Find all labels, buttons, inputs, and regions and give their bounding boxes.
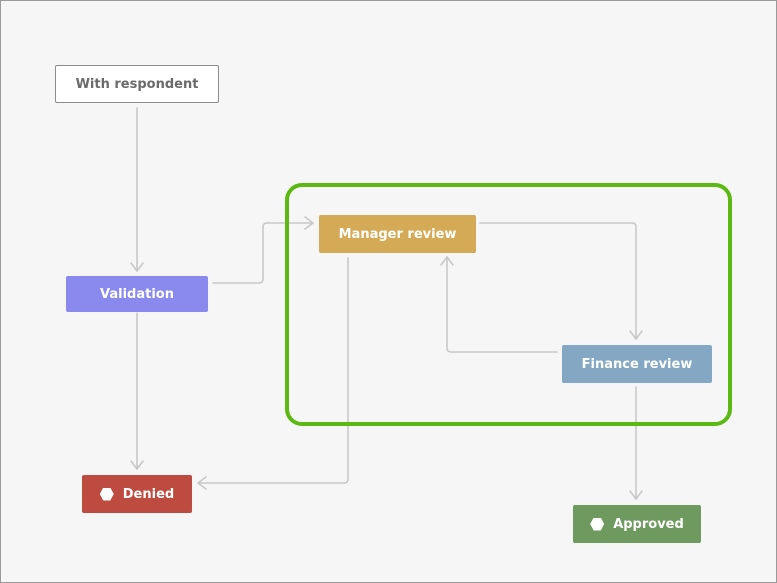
node-denied[interactable]: Denied: [82, 475, 192, 513]
node-label: Approved: [613, 516, 684, 532]
connector-finance-to-manager: [446, 256, 558, 353]
hexagon-icon: [99, 487, 114, 501]
connector-manager-to-denied: [197, 257, 349, 484]
node-manager-review[interactable]: Manager review: [319, 215, 476, 253]
node-validation[interactable]: Validation: [66, 276, 208, 312]
arrowhead-icon: [629, 490, 643, 500]
node-with-respondent[interactable]: With respondent: [55, 65, 219, 103]
arrowhead-icon: [304, 216, 314, 230]
arrowhead-icon: [130, 460, 144, 470]
arrowhead-icon: [629, 330, 643, 340]
arrowhead-icon: [440, 256, 454, 266]
hexagon-icon: [590, 517, 605, 531]
node-label: Finance review: [581, 356, 693, 372]
node-label: Manager review: [338, 226, 457, 242]
node-label: Validation: [100, 286, 174, 302]
node-label: Denied: [122, 486, 175, 502]
connector-manager-to-finance: [479, 222, 637, 340]
node-label: With respondent: [75, 76, 199, 92]
arrowhead-icon: [130, 262, 144, 272]
connector-validation-to-manager: [212, 222, 314, 284]
node-finance-review[interactable]: Finance review: [562, 345, 712, 383]
arrowhead-icon: [197, 476, 207, 490]
node-approved[interactable]: Approved: [573, 505, 701, 543]
